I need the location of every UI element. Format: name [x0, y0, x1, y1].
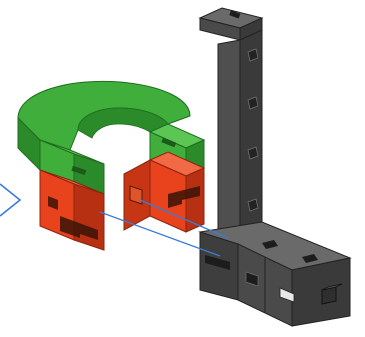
gray-base-block [200, 222, 350, 326]
red-left-side [74, 184, 104, 250]
red-right-side [186, 168, 204, 232]
chevron-right-icon [0, 184, 20, 216]
base-end-face [292, 258, 350, 326]
red-block-right [124, 152, 204, 232]
